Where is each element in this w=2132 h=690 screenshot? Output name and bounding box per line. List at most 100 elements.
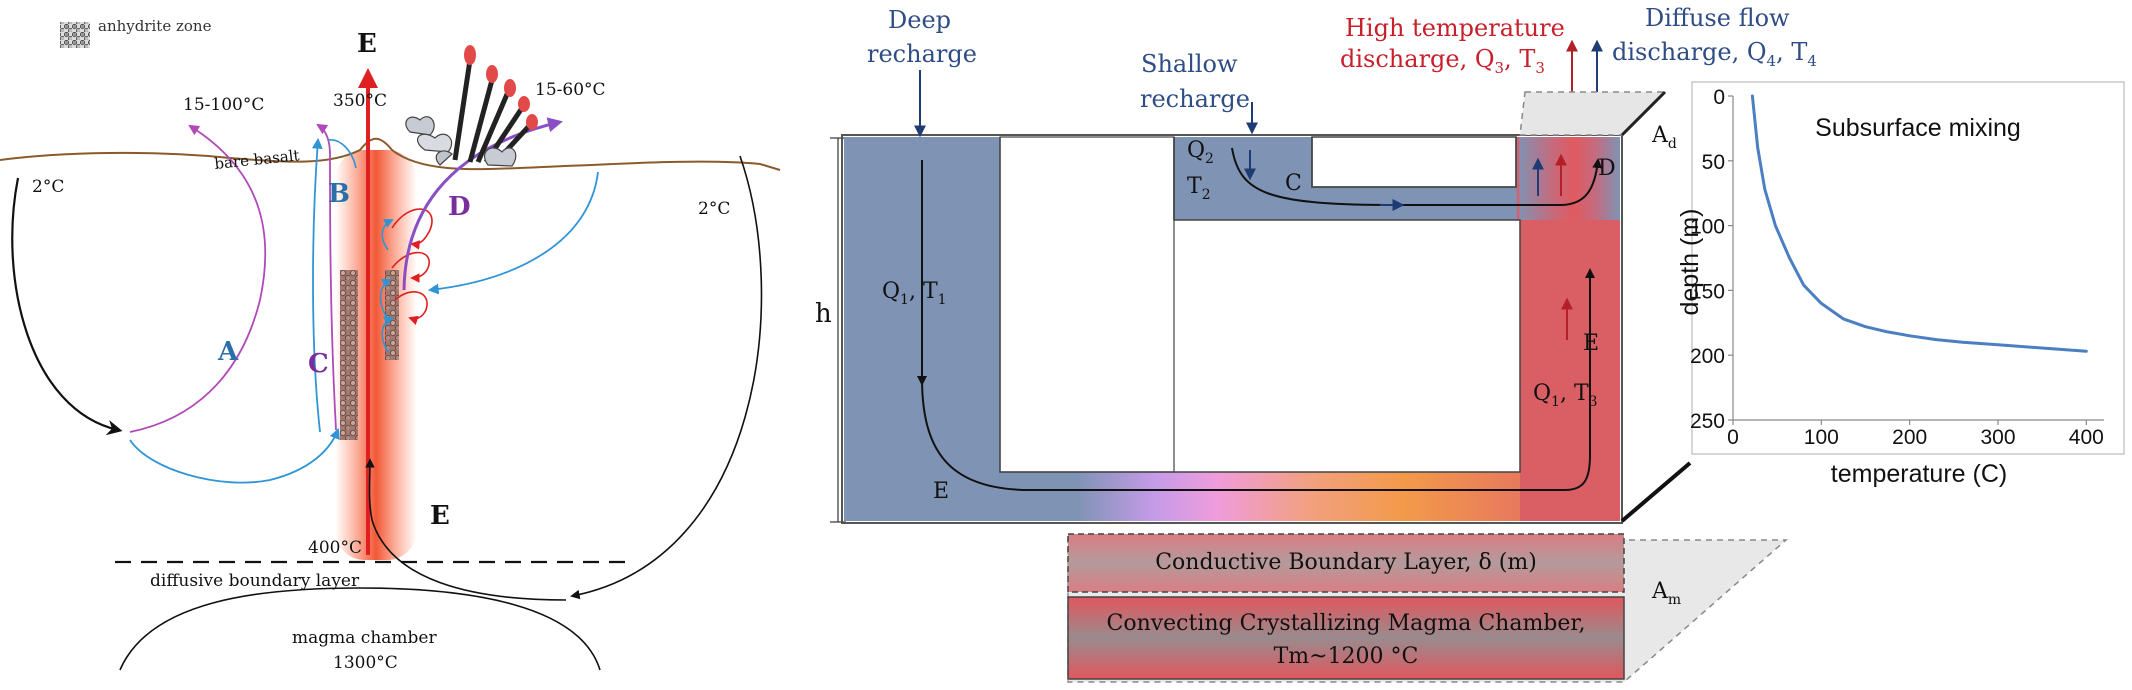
chart-ylabel: depth (m) (1676, 209, 1704, 316)
label-1300: 1300°C (333, 653, 398, 673)
q1t1-d: 1 (938, 292, 947, 308)
chart-xlabel: temperature (C) (1831, 460, 2007, 488)
anhydrite-zone-left (340, 270, 358, 440)
chart-y-tick-label: 250 (1690, 410, 1725, 433)
shallow-recharge-label-1: Shallow (1141, 50, 1238, 78)
mixing-loop-6 (381, 219, 394, 251)
mixing-loop-4 (379, 279, 392, 321)
chart-x-tick-label: 400 (2069, 426, 2104, 449)
e-left-label: E (933, 479, 949, 504)
chart-y-tick-label: 100 (1690, 216, 1725, 239)
chart-x-tick-label: 100 (1804, 426, 1839, 449)
deep-recharge-label-2: recharge (867, 40, 977, 68)
discharge-b-line (327, 139, 357, 169)
mixing-loop-5 (381, 316, 394, 353)
path-e-line (365, 458, 567, 601)
mixing-loop-1 (391, 208, 433, 250)
tubeworm-illustration (405, 45, 538, 167)
label-350: 350°C (333, 91, 387, 111)
ad-a: A (1651, 123, 1669, 148)
q1t3-d: 3 (1589, 394, 1598, 410)
main-flow-line (921, 162, 1595, 491)
seawater-left-line (11, 177, 123, 436)
label-path-a: A (217, 337, 239, 367)
conductive-boundary-layer (1067, 533, 1625, 593)
chart-y-tick-label: 0 (1713, 86, 1725, 109)
q2-b: 2 (1205, 151, 1214, 167)
anhydrite-pattern-icon (60, 22, 90, 48)
magma-chamber-label-2: Tm~1200 °C (1274, 644, 1419, 669)
diffuse-label-2d: 4 (1807, 52, 1817, 70)
d-label: D (1598, 156, 1616, 181)
chart-y-tick-label: 200 (1690, 345, 1725, 368)
recharge-blue-line (129, 427, 340, 484)
e-right-label: E (1583, 331, 1599, 356)
q1t3-a: Q (1533, 381, 1551, 406)
label-path-c: C (308, 349, 329, 379)
q1t1-label: Q1, T1 (882, 279, 947, 308)
high-temp-zone (1520, 220, 1620, 521)
c-flow-line (1231, 147, 1603, 206)
high-temp-label-1: High temperature (1345, 14, 1565, 42)
diffuse-label-2c: , T (1776, 38, 1807, 66)
t2-b: 2 (1202, 187, 1211, 203)
q1t1-c: , T (909, 279, 938, 304)
path-c-line (316, 123, 337, 431)
label-15-100: 15-100°C (183, 95, 264, 115)
path-a-line (129, 124, 267, 433)
seafloor-line (0, 137, 781, 171)
d-mixing-zone (1517, 137, 1620, 220)
magma-chamber-label-1: Convecting Crystallizing Magma Chamber, (1106, 611, 1585, 636)
deep-recharge-label-1: Deep (888, 6, 951, 34)
ad-label: Ad (1651, 123, 1677, 152)
q1t3-b: 1 (1551, 394, 1560, 410)
q2-a: Q (1187, 138, 1205, 163)
q1t3-c: , T (1560, 381, 1589, 406)
label-2c-right: 2°C (698, 199, 730, 219)
magma-chamber-outline (119, 587, 601, 671)
chart-x-tick-label: 300 (1980, 426, 2015, 449)
q1t1-a: Q (882, 279, 900, 304)
shallow-recharge-label-2: recharge (1140, 85, 1250, 113)
diffuse-label-1: Diffuse flow (1645, 4, 1790, 32)
anhydrite-zone-right (385, 270, 399, 360)
label-2c-left: 2°C (32, 177, 64, 197)
domain-box-outline (841, 134, 1623, 524)
bottom-flow-zone (844, 472, 1620, 521)
label-path-b: B (328, 179, 350, 209)
q2-label: Q2 (1187, 138, 1214, 167)
chart-x-tick-label: 200 (1892, 426, 1927, 449)
mixing-loop-3 (394, 291, 428, 325)
high-temp-label-2a: discharge, Q (1340, 45, 1495, 73)
am-b: m (1668, 592, 1681, 608)
label-path-d: D (448, 192, 471, 222)
seawater-right-line (570, 155, 763, 600)
middle-panel: h (815, 4, 1817, 683)
high-temp-label-2d: 3 (1535, 59, 1545, 77)
recharge-right-line (427, 171, 599, 295)
am-a: A (1651, 579, 1669, 604)
q1t1-b: 1 (900, 292, 909, 308)
high-temp-label-2c: , T (1504, 45, 1535, 73)
diffuse-label-2a: discharge, Q (1612, 38, 1767, 66)
vent-glow (335, 150, 417, 560)
c-label: C (1285, 171, 1302, 196)
chart-series-line (1750, 94, 2088, 353)
left-panel: anhydrite zone (0, 17, 781, 673)
chart-y-tick-label: 150 (1690, 280, 1725, 303)
label-h: h (815, 299, 832, 329)
label-400: 400°C (308, 538, 362, 558)
c-inner-block (1311, 136, 1517, 188)
chart-y-tick-label: 50 (1702, 151, 1725, 174)
legend-label: anhydrite zone (98, 17, 212, 35)
label-15-60: 15-60°C (535, 80, 606, 100)
diffuse-label-2: discharge, Q4, T4 (1612, 38, 1817, 70)
am-label: Am (1651, 579, 1681, 608)
magma-chamber-box (1067, 596, 1625, 680)
label-path-e: E (430, 501, 450, 531)
high-temp-label-2b: 3 (1495, 59, 1505, 77)
label-bare-basalt: bare basalt (214, 146, 301, 173)
